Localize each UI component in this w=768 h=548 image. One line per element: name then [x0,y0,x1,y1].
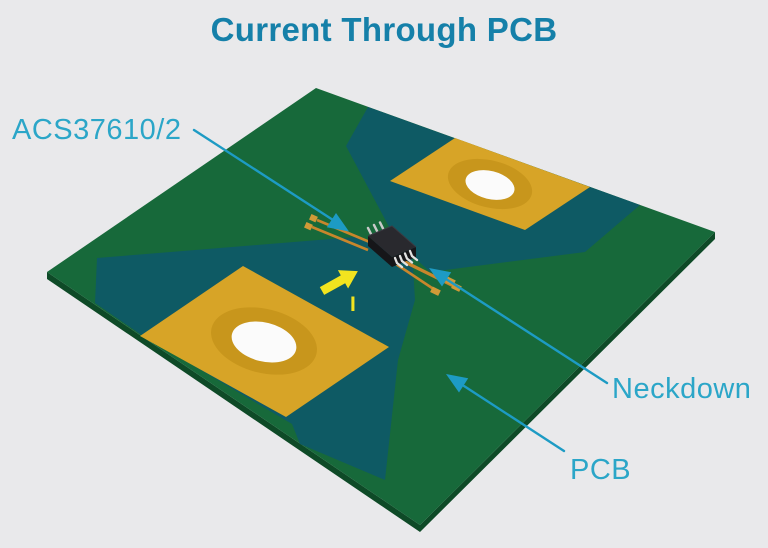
leader-line-neckdown [444,277,609,385]
trace-pad [304,222,313,231]
current-flow-indicator: I [319,270,358,316]
pad-right [390,138,590,230]
trace [403,260,460,291]
current-arrow-icon [319,270,358,295]
callout-component: ACS37610/2 [12,114,349,232]
chip-pin-icon [408,249,419,262]
arrowhead-icon [429,268,452,287]
traces-upper-left [304,214,373,252]
chip-pin-icon [393,256,404,269]
leader-line-pcb [462,384,566,453]
trace-pad [309,214,318,223]
chip-pin-icon [366,226,373,236]
arrowhead-icon [326,213,349,232]
chip-side-front [368,236,392,267]
trace [395,262,439,294]
chip-body-top [368,226,416,257]
page-title: Current Through PCB [211,11,558,48]
callout-neckdown: Neckdown [429,268,751,405]
component-label: ACS37610/2 [12,114,181,146]
pcb-label: PCB [570,454,631,486]
chip-pin-icon [398,254,409,267]
trace-pad [430,286,441,296]
via-hole-right [465,170,515,200]
via-hole-left [231,321,297,363]
sensor-chip [366,221,419,269]
chip-pin-icon [372,223,379,233]
callout-pcb: PCB [446,374,631,486]
arrowhead-icon [446,374,469,393]
pad-left [140,266,389,417]
chip-pin-icon [378,221,385,230]
neckdown-label: Neckdown [612,373,751,405]
leader-line-component [192,128,335,222]
trace [316,218,373,245]
current-symbol-label: I [350,293,356,316]
chip-edge-highlight [367,225,417,248]
trace [311,225,369,252]
chip-pin-icon [403,252,414,264]
